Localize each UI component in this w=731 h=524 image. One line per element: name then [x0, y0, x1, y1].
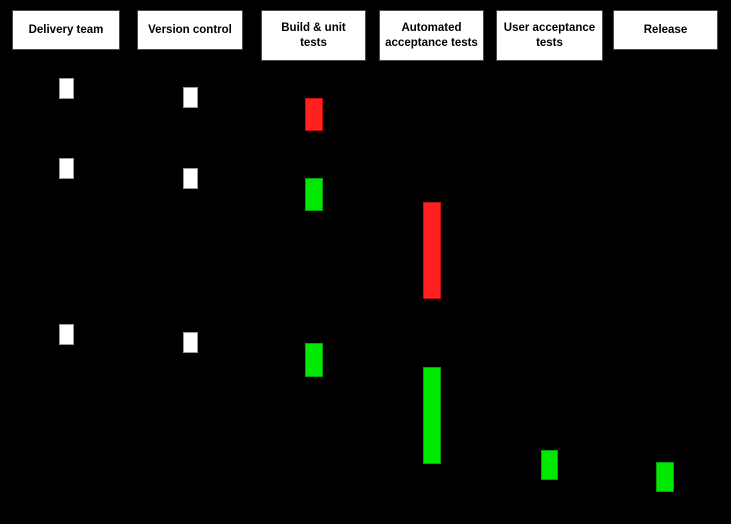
activity-bar-vcs-commit-3[interactable]: [183, 332, 198, 353]
stage-label-automated-acc: Automated acceptance tests: [385, 22, 478, 49]
stage-box-automated-acc[interactable]: Automated acceptance tests: [379, 10, 484, 61]
activity-bar-build-run-1-failed[interactable]: [305, 98, 323, 131]
activity-bar-build-run-2-passed[interactable]: [305, 178, 323, 211]
activity-bar-auto-acc-2-passed[interactable]: [423, 367, 441, 464]
stage-label-build-unit: Build & unit tests: [281, 22, 346, 49]
activity-bar-user-acc-passed[interactable]: [541, 450, 558, 480]
stage-box-delivery-team[interactable]: Delivery team: [12, 10, 120, 50]
stage-label-delivery-team: Delivery team: [28, 23, 104, 36]
stage-label-release: Release: [643, 23, 688, 36]
stage-box-release[interactable]: Release: [613, 10, 718, 50]
activity-bar-auto-acc-1-failed[interactable]: [423, 202, 441, 299]
stage-box-build-unit[interactable]: Build & unit tests: [261, 10, 366, 61]
activity-bar-release-passed[interactable]: [656, 462, 674, 492]
activity-bar-vcs-commit-1[interactable]: [183, 87, 198, 108]
stage-box-version-control[interactable]: Version control: [137, 10, 243, 50]
stage-label-version-control: Version control: [148, 23, 232, 36]
stage-label-user-acc: User acceptance tests: [503, 22, 596, 49]
activity-bar-delivery-commit-2[interactable]: [59, 158, 74, 179]
stage-box-user-acc[interactable]: User acceptance tests: [496, 10, 603, 61]
activity-bar-delivery-commit-3[interactable]: [59, 324, 74, 345]
activity-bar-vcs-commit-2[interactable]: [183, 168, 198, 189]
activity-bar-delivery-commit-1[interactable]: [59, 78, 74, 99]
activity-bar-build-run-3-passed[interactable]: [305, 343, 323, 377]
